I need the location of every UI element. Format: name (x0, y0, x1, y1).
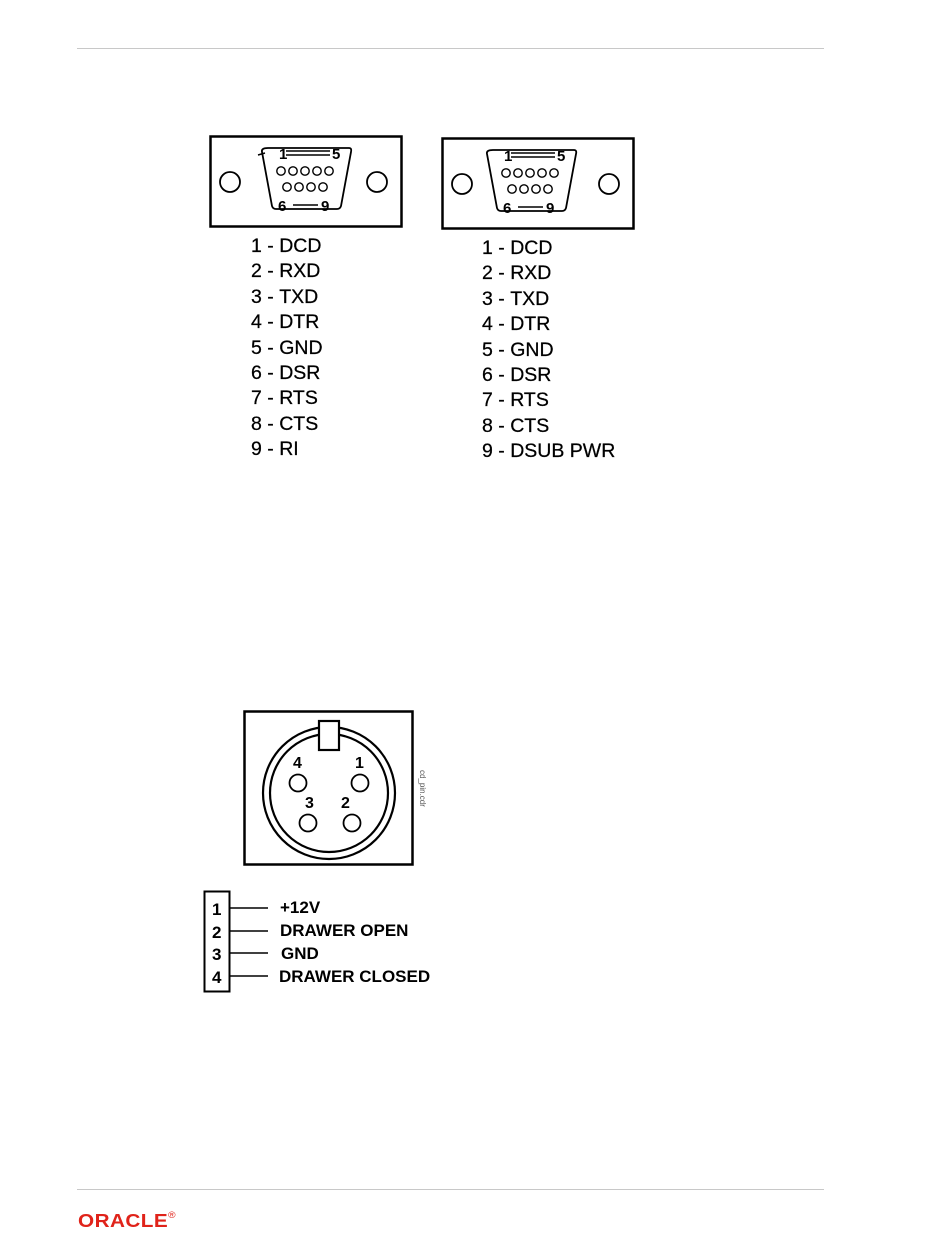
pin-signal: RTS (279, 386, 318, 411)
pin-signal: GND (279, 336, 322, 361)
logo-text: ORACLE (78, 1210, 168, 1231)
pin-item: 6 - DSR (482, 363, 615, 388)
pin-number: 7 (482, 388, 493, 413)
mounting-hole (367, 172, 387, 192)
header-rule (77, 48, 824, 49)
pin-number: 6 (251, 361, 262, 386)
pin-number: 4 (251, 310, 262, 335)
pin-item: 7 - RTS (251, 386, 323, 411)
drawer-pinout-table: 1 2 3 4 +12V DRAWER OPEN GND DRAWER CLOS… (203, 890, 468, 996)
pin-signal: RI (279, 437, 299, 462)
face-pin-label-9: 9 (546, 200, 554, 217)
oracle-logo: ORACLE® (78, 1210, 176, 1232)
pin-signal: DRAWER CLOSED (279, 967, 430, 986)
pin-number: 2 (212, 923, 221, 942)
pin-signal: DSUB PWR (510, 439, 615, 464)
mounting-hole (220, 172, 240, 192)
pin-number: 5 (251, 336, 262, 361)
pin-signal: RXD (510, 261, 551, 286)
pin-hole-3 (300, 815, 317, 832)
pin-number: 3 (482, 287, 493, 312)
db9-right-pin-list: 1 - DCD 2 - RXD 3 - TXD 4 - DTR 5 - GND … (482, 236, 615, 465)
drawer-connector-diagram: 4 1 3 2 cd_pin.cdr (243, 710, 438, 868)
pin-label-3: 3 (305, 795, 314, 812)
pin-signal: GND (510, 338, 553, 363)
pin-signal: DRAWER OPEN (280, 921, 408, 940)
pin-item: 9 - RI (251, 437, 323, 462)
pin-number: 3 (212, 945, 221, 964)
pin-item: 5 - GND (482, 338, 615, 363)
pin-number: 4 (212, 968, 222, 987)
pin-signal: RXD (279, 259, 320, 284)
footer-rule (77, 1189, 824, 1190)
pin-number: 6 (482, 363, 493, 388)
pin-item: 9 - DSUB PWR (482, 439, 615, 464)
pin-number: 1 (482, 236, 493, 261)
pin-item: 3 - TXD (251, 285, 323, 310)
pin-hole-4 (290, 775, 307, 792)
diagram-filename: cd_pin.cdr (418, 770, 427, 807)
pin-signal: DTR (279, 310, 319, 335)
pin-item: 3 - TXD (482, 287, 615, 312)
face-pin-label-6: 6 (278, 198, 286, 215)
db9-left-connector-diagram: 1 5 6 9 (209, 135, 404, 230)
face-pin-label-6: 6 (503, 200, 511, 217)
pin-number: 3 (251, 285, 262, 310)
pin-signal: GND (281, 944, 319, 963)
pin-item: 1 - DCD (251, 234, 323, 259)
pin-signal: DSR (510, 363, 551, 388)
pin-item: 8 - CTS (251, 412, 323, 437)
face-pin-label-9: 9 (321, 198, 329, 215)
pin-signal: +12V (280, 898, 321, 917)
pin-signal: DTR (510, 312, 550, 337)
pin-item: 2 - RXD (251, 259, 323, 284)
pin-hole-1 (352, 775, 369, 792)
face-pin-label-5: 5 (332, 146, 340, 163)
pin-signal: DCD (279, 234, 321, 259)
db9-left-pin-list: 1 - DCD 2 - RXD 3 - TXD 4 - DTR 5 - GND … (251, 234, 323, 463)
pin-item: 5 - GND (251, 336, 323, 361)
pin-item: 4 - DTR (251, 310, 323, 335)
pin-hole-2 (344, 815, 361, 832)
pin-number: 1 (212, 900, 221, 919)
face-pin-label-1: 1 (504, 148, 512, 165)
pin-number: 4 (482, 312, 493, 337)
pin-item: 6 - DSR (251, 361, 323, 386)
pin-number: 1 (251, 234, 262, 259)
pin-number: 7 (251, 386, 262, 411)
pin-item: 4 - DTR (482, 312, 615, 337)
pin-label-2: 2 (341, 795, 350, 812)
pin-signal: TXD (279, 285, 318, 310)
pin-item: 8 - CTS (482, 414, 615, 439)
face-pin-label-5: 5 (557, 148, 565, 165)
pin-signal: RTS (510, 388, 549, 413)
pin-label-4: 4 (293, 755, 302, 772)
db9-right-connector-diagram: 1 5 6 9 (441, 137, 636, 232)
pin-item: 7 - RTS (482, 388, 615, 413)
mounting-hole (599, 174, 619, 194)
pin-number: 2 (482, 261, 493, 286)
pin-number: 9 (251, 437, 262, 462)
pin-label-1: 1 (355, 755, 364, 772)
pin-signal: TXD (510, 287, 549, 312)
logo-registered-mark: ® (168, 1210, 176, 1220)
pin-number: 8 (482, 414, 493, 439)
pin-number: 2 (251, 259, 262, 284)
pin-signal: CTS (279, 412, 318, 437)
face-pin-label-1: 1 (279, 146, 287, 163)
pin-number: 5 (482, 338, 493, 363)
pin-signal: DCD (510, 236, 552, 261)
pin-signals: +12V DRAWER OPEN GND DRAWER CLOSED (279, 898, 430, 986)
pin-number: 9 (482, 439, 493, 464)
pin-item: 2 - RXD (482, 261, 615, 286)
pin-item: 1 - DCD (482, 236, 615, 261)
pin-number: 8 (251, 412, 262, 437)
pin-signal: DSR (279, 361, 320, 386)
mounting-hole (452, 174, 472, 194)
pin-signal: CTS (510, 414, 549, 439)
